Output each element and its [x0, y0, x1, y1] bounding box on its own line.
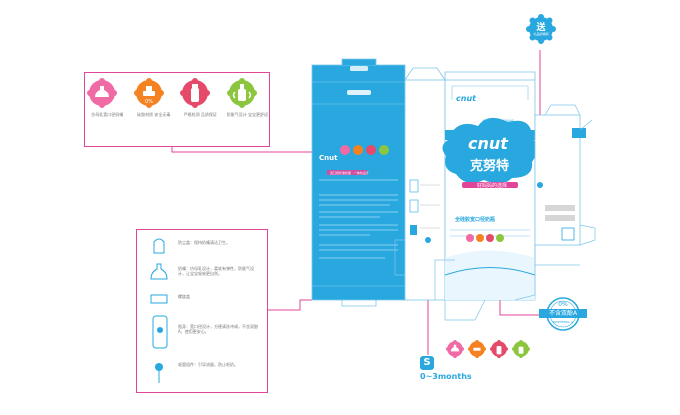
front-brand-cn: 克努特 [470, 159, 510, 174]
parts-item: 防尘盖：保持奶嘴清洁卫生。 [150, 236, 264, 258]
straw-icon [155, 363, 163, 383]
feature-icons-row: 仿母乳宽口径奶嘴 0% 硅胶材质 安全无毒 严格检测 品质保证 [84, 78, 270, 142]
sippy-icon [226, 78, 257, 108]
lipstick-icon [468, 340, 486, 358]
feature-item: 0% 硅胶材质 安全无毒 [133, 78, 174, 142]
nipple-icon [446, 340, 464, 358]
bottle-icon [490, 340, 508, 358]
parts-callout-box [136, 229, 268, 393]
nipple-cap-icon [153, 238, 165, 254]
nipple-icon [150, 263, 168, 280]
feature-item: 严格检测 品质保证 [180, 78, 220, 142]
parts-list: 防尘盖：保持奶嘴清洁卫生。 奶嘴：仿母乳设计，柔软有弹性，防胀气设计，让宝宝吸吮… [150, 236, 264, 388]
front-top-title: 全硅胶宽口径奶瓶 [482, 119, 514, 124]
gift-caption: 礼品奶嘴刷 [533, 32, 549, 36]
parts-item: 吸管组件：引导流量，防止呛奶。 [150, 358, 264, 388]
gift-flower-icon [526, 14, 556, 44]
parts-text: 瓶身：宽口径设计，方便清洗冲调，不含双酚A，使用更安心。 [178, 324, 258, 334]
sippy-icon [512, 340, 530, 358]
back-hero-line: 宽口径标准奶瓶 · 一体化设计 [330, 171, 369, 175]
parts-item: 瓶身：宽口径设计，方便清洗冲调，不含双酚A，使用更安心。 [150, 314, 264, 354]
bpa-line2: 不含双酚A [539, 309, 587, 318]
parts-text: 吸管组件：引导流量，防止呛奶。 [178, 362, 238, 367]
bottle-icon [180, 78, 211, 108]
feature-caption: 仿母乳宽口径奶嘴 [91, 112, 124, 117]
bpa-line3: BISPHENOL A [552, 320, 574, 324]
feature-item: 仿母乳宽口径奶嘴 [87, 78, 127, 142]
gift-badge: 送 礼品奶嘴刷 [526, 14, 556, 44]
side-panel [404, 79, 446, 301]
size-caption: 0~3months [420, 372, 472, 381]
feature-item: 防胀气设计 宝宝更舒适 [226, 78, 269, 142]
bpa-line1: 0% [558, 301, 568, 308]
bottom-icons-row [446, 340, 530, 358]
bottle-body-icon [152, 315, 168, 349]
parts-item: 螺旋盖 [150, 294, 264, 314]
front-panel-label: 全硅胶宽口径奶瓶 [455, 217, 496, 223]
front-logo: cnut [468, 134, 508, 153]
parts-text: 奶嘴：仿母乳设计，柔软有弹性，防胀气设计，让宝宝吸吮更自然。 [178, 266, 254, 276]
gift-glyph: 送 [536, 23, 546, 33]
feature-caption: 防胀气设计 宝宝更舒适 [226, 112, 269, 117]
nipple-icon [87, 78, 118, 108]
svg-text:0%: 0% [145, 99, 153, 105]
svg-text:Cnut: Cnut [319, 154, 338, 162]
parts-text: 螺旋盖 [178, 294, 190, 299]
parts-item: 奶嘴：仿母乳设计，柔软有弹性，防胀气设计，让宝宝吸吮更自然。 [150, 262, 264, 292]
back-mini-icons [340, 145, 389, 155]
front-subtitle: 好妈妈的选择 [476, 183, 507, 189]
feature-callout-box [84, 72, 270, 147]
connector-dot [537, 182, 543, 188]
right-side-panel [534, 114, 581, 246]
parts-text: 防尘盖：保持奶嘴清洁卫生。 [178, 240, 230, 245]
ring-icon [150, 294, 168, 304]
small-logo: cnut [456, 94, 476, 103]
bpa-badge: 0% 不含双酚A BISPHENOL A [539, 296, 587, 332]
lipstick-icon: 0% [133, 78, 164, 108]
front-cloud [442, 117, 537, 184]
size-badge: S [420, 356, 434, 370]
connector-dot [425, 237, 431, 243]
front-mini-icons [466, 234, 504, 242]
feature-caption: 严格检测 品质保证 [183, 112, 217, 117]
back-panel [312, 65, 405, 300]
feature-caption: 硅胶材质 安全无毒 [137, 112, 171, 117]
